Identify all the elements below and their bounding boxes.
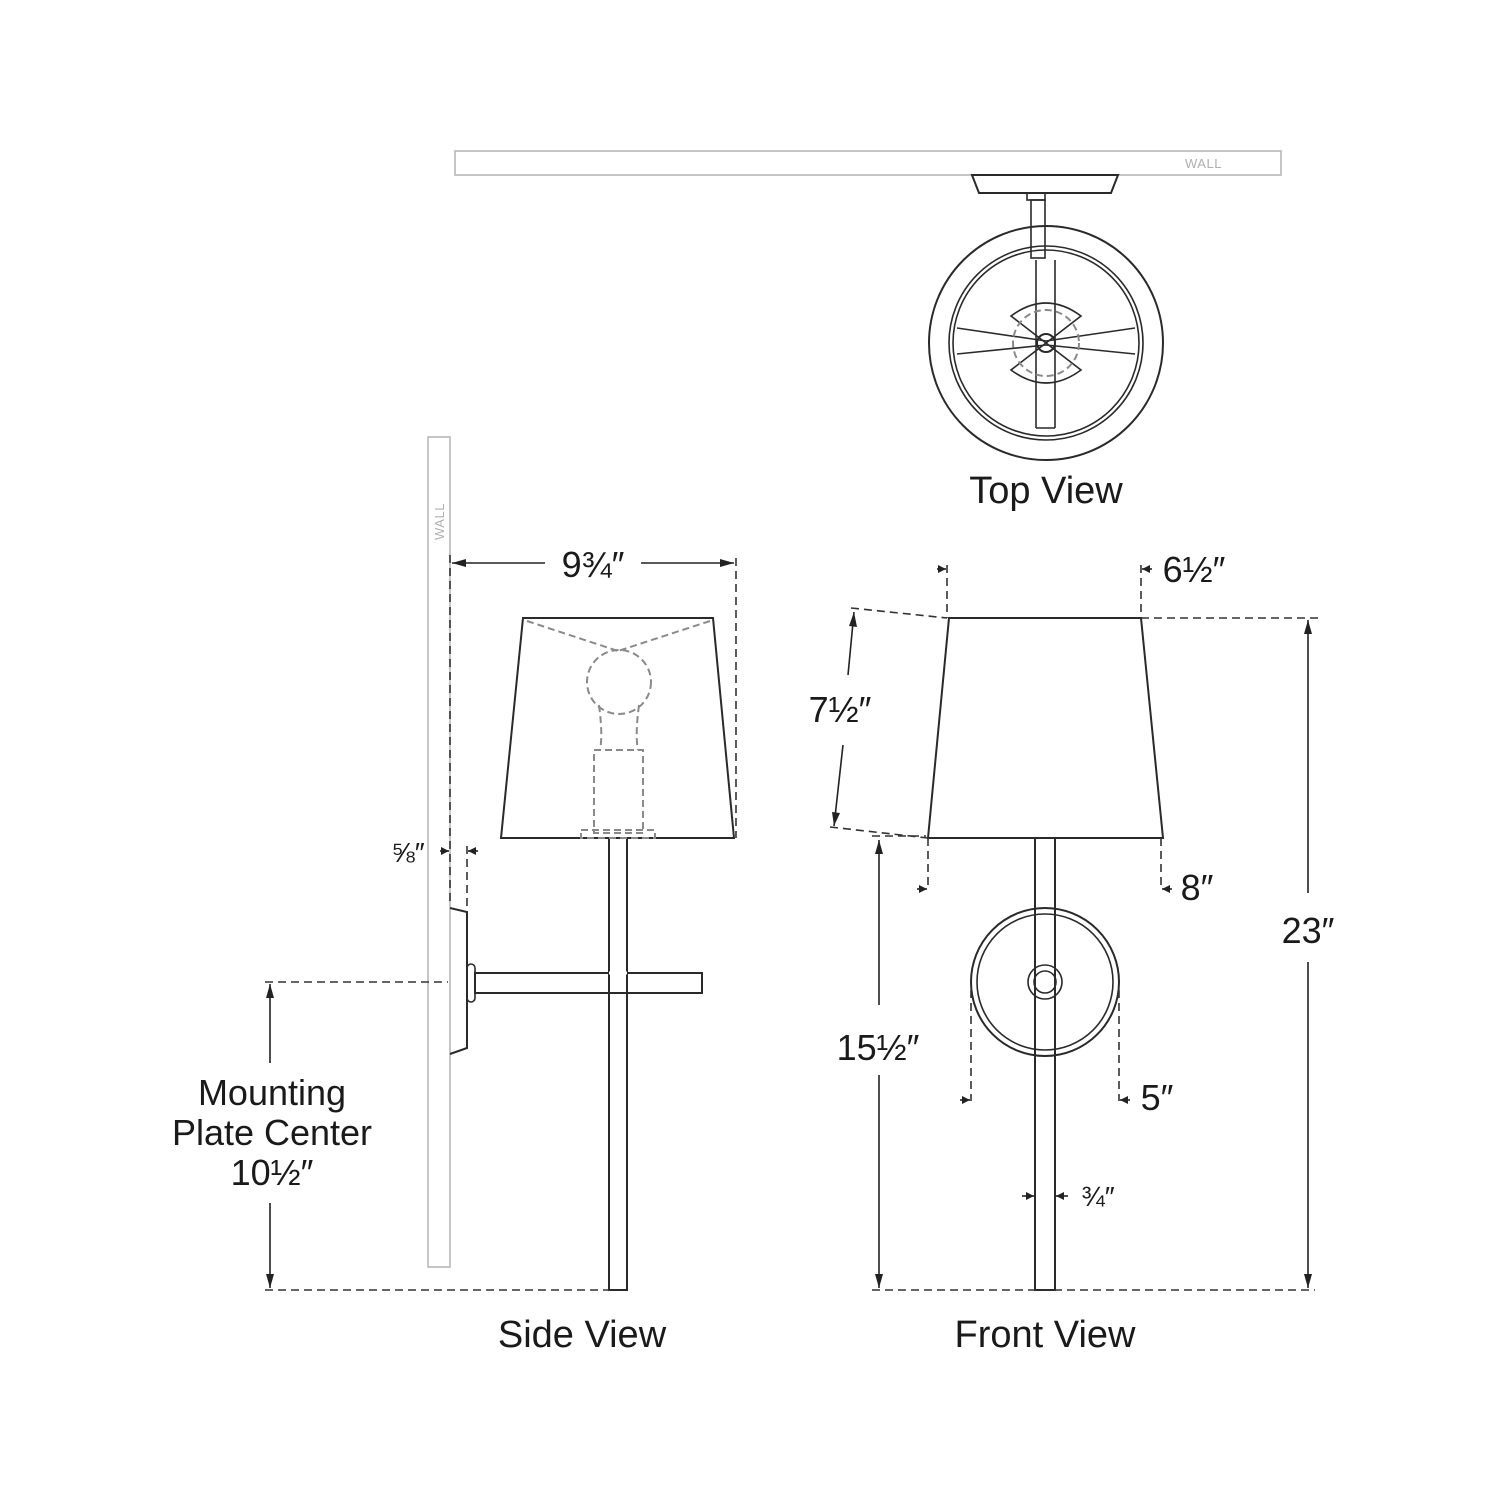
front-knob (1027, 964, 1063, 1000)
dim-overall-height-label: 23″ (1282, 910, 1335, 951)
side-stem (608, 837, 628, 1291)
top-arm-nub (1026, 192, 1046, 201)
side-backplate (449, 907, 468, 1055)
mounting-label-line1: Mounting (198, 1072, 346, 1113)
top-shade-outer (928, 225, 1164, 461)
dim-projection: 9¾″ (449, 544, 737, 905)
front-backplate (970, 907, 1120, 1057)
dim-shade-top-width: 6½″ (937, 549, 1226, 618)
mounting-label-line2: Plate Center (172, 1112, 372, 1153)
dim-shade-height-label: 7½″ (809, 689, 872, 730)
dim-shade-bottom-width: 8″ (917, 838, 1214, 908)
dim-shade-bottom-height: 15½″ (837, 835, 926, 1288)
side-arm (474, 972, 703, 994)
side-view-label: Side View (498, 1314, 667, 1356)
top-harp-upper (1009, 302, 1083, 345)
side-view: WALL 9¾″ (172, 436, 737, 1356)
dim-backplate-diameter: 5″ (960, 990, 1174, 1118)
dim-projection-label: 9¾″ (562, 544, 625, 585)
top-finial (1036, 333, 1056, 353)
top-backplate (970, 174, 1120, 194)
dim-shade-top-width-label: 6½″ (1163, 549, 1226, 590)
dim-backplate-diameter-label: 5″ (1141, 1077, 1174, 1118)
dim-shade-height: 7½″ (809, 607, 948, 839)
dim-stem-width-label: ¾″ (1081, 1181, 1114, 1212)
dim-shade-bottom-height-label: 15½″ (837, 1027, 920, 1068)
dim-overall-height: 23″ (872, 617, 1335, 1291)
dim-shade-bottom-width-label: 8″ (1181, 867, 1214, 908)
side-bulb-hidden (526, 620, 711, 839)
side-arm-knob (466, 963, 476, 1003)
dim-stem-width: ¾″ (1022, 1181, 1115, 1212)
wall-label: WALL (432, 503, 447, 540)
side-view-wall: WALL (427, 436, 451, 1268)
dim-mounting-height: Mounting Plate Center 10½″ (172, 981, 609, 1291)
mounting-height-label: 10½″ (231, 1152, 314, 1193)
front-stem (1034, 837, 1056, 1291)
dim-plate-depth: ⅝″ (391, 837, 478, 912)
top-view-label: Top View (969, 470, 1123, 512)
top-view: WALL Top View (454, 150, 1282, 512)
side-shade (499, 617, 736, 839)
top-harp-lower (1009, 341, 1083, 384)
front-view: 6½″ 7½″ 8″ (809, 549, 1335, 1356)
top-arm (1030, 199, 1046, 259)
wall-label: WALL (1185, 156, 1222, 171)
front-view-label: Front View (955, 1314, 1136, 1356)
top-shade-inner (948, 245, 1144, 441)
dim-plate-depth-label: ⅝″ (391, 837, 424, 868)
top-view-wall: WALL (454, 150, 1282, 176)
front-shade (926, 617, 1165, 839)
